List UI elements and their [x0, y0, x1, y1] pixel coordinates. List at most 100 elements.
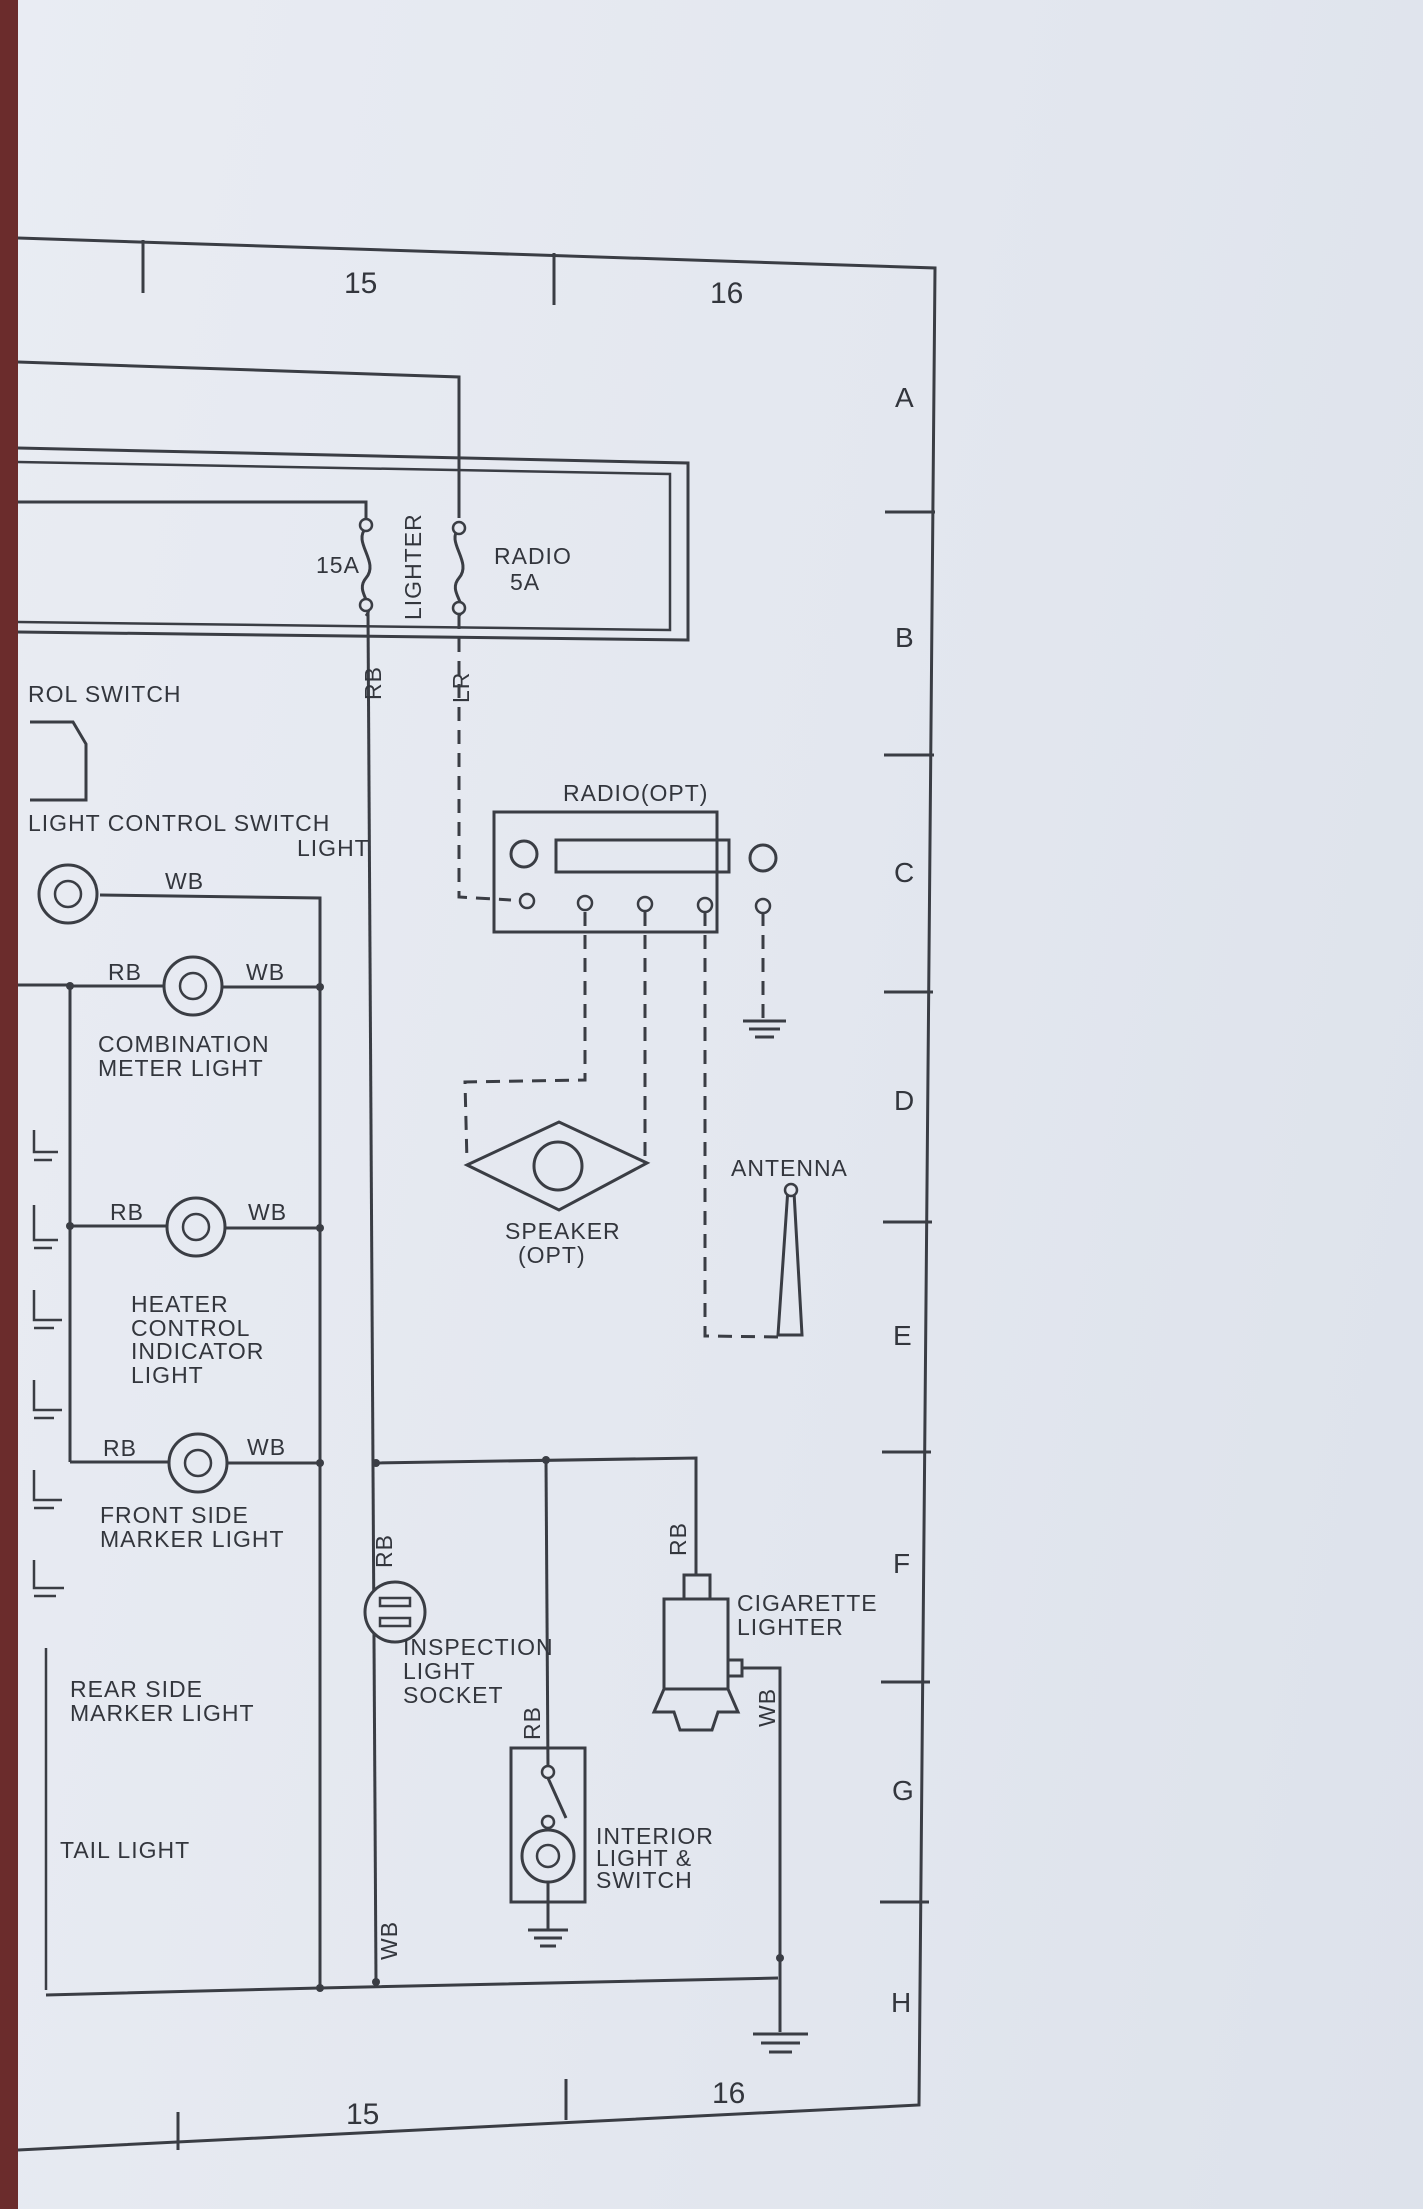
diagram-sheet: 15 16 15 16 A B C D E F G H 15A LIGHTER … — [18, 0, 1423, 2209]
fuse-block-outer — [18, 446, 690, 642]
rb-trunk-wire — [366, 611, 378, 1983]
wb-code-bottom-trunk: WB — [376, 1921, 402, 1960]
rb-wire-code-upper: RB — [360, 666, 386, 700]
junction-dots — [66, 982, 784, 1992]
front-side-marker-light-bulb — [70, 1432, 320, 1494]
cigarette-lighter-icon — [651, 1573, 744, 1732]
rear-side-marker-label-line2: MARKER LIGHT — [70, 1700, 255, 1726]
wb-code-heater: WB — [248, 1199, 287, 1225]
column-label-bottom-15: 15 — [346, 2098, 379, 2131]
column-label-top-15: 15 — [344, 267, 377, 300]
heater-label-line4: LIGHT — [131, 1362, 204, 1388]
interior-light-switch-icon — [509, 1746, 587, 1948]
row-label-e: E — [893, 1320, 912, 1351]
rb-code-heater: RB — [110, 1199, 144, 1225]
speaker-label-line2: (OPT) — [518, 1242, 586, 1268]
radio-knob-left — [509, 839, 539, 869]
lighter-fuse-name: LIGHTER — [400, 513, 426, 620]
radio-ground-icon — [743, 1019, 786, 1039]
heater-label-line2: CONTROL — [131, 1315, 250, 1341]
row-label-h: H — [891, 1987, 911, 2018]
rb-code-cigarette: RB — [665, 1522, 691, 1556]
antenna-mast — [776, 1187, 804, 1337]
row-label-b: B — [895, 622, 914, 653]
inspection-label-line2: LIGHT — [403, 1658, 476, 1684]
cigarette-lighter-ground-wire — [742, 1666, 782, 1958]
rear-side-marker-label-line1: REAR SIDE — [70, 1676, 203, 1702]
binder-edge — [0, 0, 18, 2209]
column-label-bottom-16: 16 — [712, 2077, 745, 2110]
wb-bottom-bus — [45, 1976, 779, 1997]
radio-terminal-5 — [754, 897, 772, 915]
lighter-fuse-terminal-top — [358, 517, 374, 533]
radio-unit — [492, 810, 778, 934]
rb-code-front-marker: RB — [103, 1435, 137, 1461]
wiring-diagram: 15 16 15 16 A B C D E F G H 15A LIGHTER … — [18, 236, 937, 2152]
row-label-a: A — [895, 382, 914, 413]
radio-display — [554, 838, 731, 874]
wb-code-cigarette: WB — [754, 1688, 780, 1727]
lighter-fuse-amperage: 15A — [316, 552, 360, 578]
row-label-c: C — [894, 857, 914, 888]
column-label-top-16: 16 — [710, 277, 743, 310]
radio-fuse-terminal-bottom — [451, 600, 467, 616]
rb-code-inspection: RB — [371, 1534, 397, 1568]
tail-light-label: TAIL LIGHT — [60, 1837, 190, 1863]
radio-fuse-name: RADIO — [494, 543, 572, 569]
wb-return-bus — [99, 893, 322, 1990]
control-switch-body — [30, 720, 88, 802]
interior-light-label-line1: INTERIOR — [596, 1823, 714, 1849]
fuse-block-inner — [18, 460, 672, 632]
main-ground-icon — [753, 2032, 808, 2054]
row-label-f: F — [893, 1548, 910, 1579]
rb-code-combination: RB — [108, 959, 142, 985]
lighter-fuse-terminal-bottom — [358, 597, 374, 613]
radio-terminal-4 — [696, 896, 714, 914]
speaker-cone — [532, 1140, 584, 1192]
rb-code-interior: RB — [519, 1706, 545, 1740]
speaker-housing — [463, 1120, 651, 1212]
speaker-wire-1 — [463, 912, 587, 1163]
diagram-frame — [18, 236, 937, 2152]
inspection-label-line3: SOCKET — [403, 1682, 504, 1708]
interior-light-label-line3: SWITCH — [596, 1867, 693, 1893]
wb-code-front-marker: WB — [247, 1434, 286, 1460]
front-side-marker-label-line1: FRONT SIDE — [100, 1502, 249, 1528]
cigarette-lighter-label-line2: LIGHTER — [737, 1614, 844, 1640]
combination-meter-label-line1: COMBINATION — [98, 1031, 270, 1057]
combination-meter-label-line2: METER LIGHT — [98, 1055, 264, 1081]
interior-light-label-line2: LIGHT & — [596, 1845, 692, 1871]
light-control-switch-label-line1: LIGHT CONTROL SWITCH — [28, 810, 330, 836]
inspection-label-line1: INSPECTION — [403, 1634, 554, 1660]
speaker-label-line1: SPEAKER — [505, 1218, 621, 1244]
lr-wire-code: LR — [448, 672, 474, 703]
light-control-switch-label-line2: LIGHT — [297, 835, 370, 861]
radio-feed-wire — [18, 360, 461, 518]
cigarette-lighter-label-line1: CIGARETTE — [737, 1590, 878, 1616]
heater-control-indicator-light-bulb — [70, 1196, 320, 1258]
antenna-dashed-wire — [703, 912, 779, 1339]
radio-knob-right — [748, 843, 778, 873]
inspection-light-socket — [363, 1580, 427, 1644]
radio-terminal-2 — [576, 894, 594, 912]
radio-fuse-amperage: 5A — [510, 569, 540, 595]
row-label-g: G — [892, 1775, 914, 1806]
antenna-label: ANTENNA — [731, 1155, 848, 1181]
radio-label: RADIO(OPT) — [563, 780, 708, 806]
radio-fuse-terminal-top — [451, 520, 467, 536]
control-switch-label: ROL SWITCH — [28, 681, 182, 707]
lighter-feed-wire — [18, 500, 368, 518]
interior-light-feed-wire — [544, 1459, 550, 1771]
wb-code-combination: WB — [246, 959, 285, 985]
frame-border — [18, 236, 937, 2152]
radio-terminal-1 — [518, 892, 536, 910]
combination-meter-light-bulb — [70, 955, 320, 1017]
wb-code-switch-light: WB — [165, 868, 204, 894]
heater-label-line1: HEATER — [131, 1291, 229, 1317]
radio-lr-dashed-wire — [457, 615, 512, 902]
switch-light-bulb — [37, 863, 99, 925]
antenna-tip — [783, 1182, 799, 1198]
radio-terminal-3 — [636, 895, 654, 913]
front-side-marker-label-line2: MARKER LIGHT — [100, 1526, 285, 1552]
